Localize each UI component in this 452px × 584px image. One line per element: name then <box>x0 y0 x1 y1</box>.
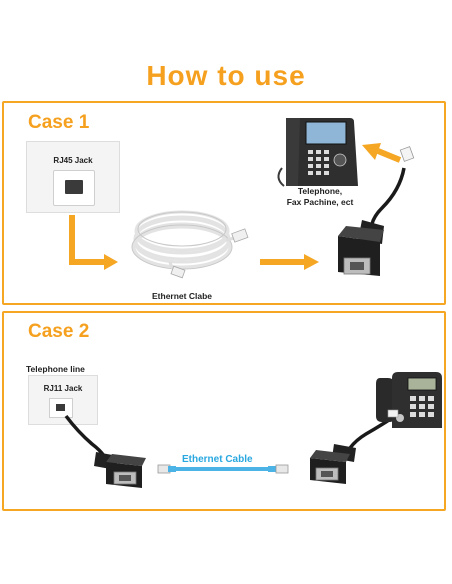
phone-label-line1: Telephone, <box>297 186 343 196</box>
socket-port <box>65 180 83 194</box>
ethernet-cable-label-case1: Ethernet Clabe <box>152 291 212 301</box>
page-title: How to use <box>146 60 306 91</box>
case-2-label: Case 2 <box>28 321 90 342</box>
rj11-jack-label: RJ11 Jack <box>43 384 83 393</box>
rj45-jack-label: RJ45 Jack <box>53 156 93 165</box>
phone-label-line2: Fax Pachine, ect <box>286 197 354 207</box>
wall-socket-case2 <box>49 398 73 418</box>
wall-plate-icon: RJ45 Jack <box>26 141 120 213</box>
case-1-panel <box>2 101 446 305</box>
ethernet-cable-label-case2: Ethernet Cable <box>182 454 253 465</box>
wall-plate-icon-case2: RJ11 Jack <box>28 375 98 425</box>
case-1-label: Case 1 <box>28 112 90 133</box>
socket-port-case2 <box>56 404 65 411</box>
telephone-line-label: Telephone line <box>26 364 85 374</box>
wall-socket <box>53 170 95 206</box>
case-2-panel <box>2 311 446 511</box>
